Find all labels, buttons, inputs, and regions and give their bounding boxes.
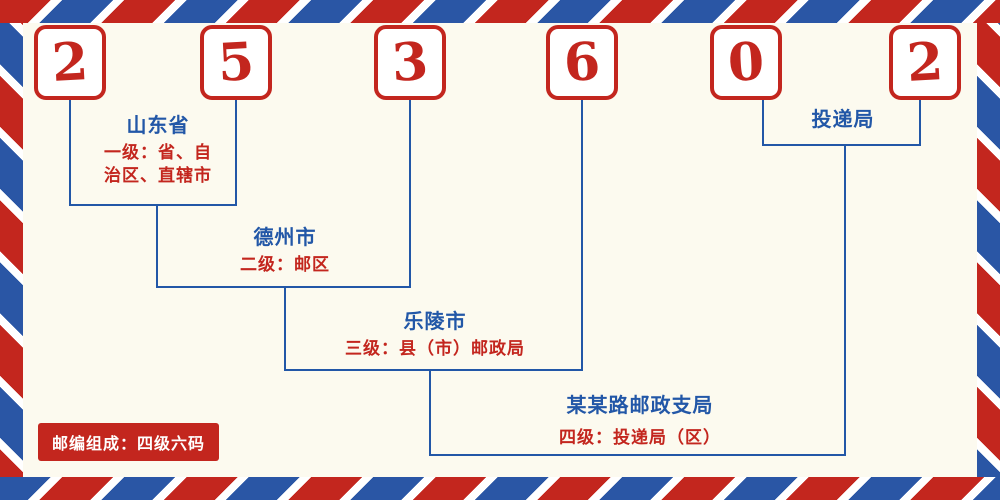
envelope-paper-background bbox=[23, 23, 977, 477]
envelope-stripe-border-right bbox=[977, 0, 1000, 500]
postcode-digit-box-2: 5 bbox=[200, 25, 272, 100]
level2-place-name: 德州市 bbox=[253, 225, 317, 249]
envelope-stripe-border-left bbox=[0, 0, 23, 500]
postcode-digit-box-1: 2 bbox=[34, 25, 106, 100]
delivery-office-label: 投递局 bbox=[811, 107, 875, 131]
connector-level3 bbox=[284, 100, 583, 371]
postcode-digit-6: 2 bbox=[905, 30, 945, 94]
level4-place-name: 某某路邮政支局 bbox=[566, 393, 714, 417]
postcode-digit-box-4: 6 bbox=[546, 25, 618, 100]
connector-delivery-office bbox=[762, 100, 921, 146]
level3-label-block: 乐陵市 三级：县（市）邮政局 bbox=[295, 308, 575, 361]
postcode-digit-4: 6 bbox=[562, 30, 602, 94]
postcode-digit-box-5: 0 bbox=[710, 25, 782, 100]
delivery-office-label-block: 投递局 bbox=[768, 106, 918, 133]
postcode-digit-2: 5 bbox=[216, 30, 256, 94]
level3-place-name: 乐陵市 bbox=[403, 309, 467, 333]
level1-label-block: 山东省 一级：省、自 治区、直辖市 bbox=[68, 112, 248, 188]
level1-description-line2: 治区、直辖市 bbox=[104, 165, 212, 186]
level3-description: 三级：县（市）邮政局 bbox=[345, 339, 525, 359]
postcode-digit-1: 2 bbox=[50, 30, 90, 94]
envelope-stripe-border-bottom bbox=[0, 477, 1000, 500]
level4-description: 四级：投递局（区） bbox=[559, 428, 721, 448]
envelope-stripe-border-top bbox=[0, 0, 1000, 23]
postcode-composition-badge: 邮编组成：四级六码 bbox=[38, 423, 220, 461]
postcode-digit-box-6: 2 bbox=[889, 25, 961, 100]
connector-level2 bbox=[156, 100, 411, 288]
postcode-digit-3: 3 bbox=[390, 30, 430, 94]
level4-label-block: 某某路邮政支局 四级：投递局（区） bbox=[500, 392, 780, 450]
level2-description: 二级：邮区 bbox=[240, 255, 330, 275]
connector-level1 bbox=[69, 100, 237, 206]
level1-description-line1: 一级：省、自 bbox=[104, 143, 212, 163]
postcode-digit-box-3: 3 bbox=[374, 25, 446, 100]
level2-label-block: 德州市 二级：邮区 bbox=[165, 224, 405, 277]
level1-place-name: 山东省 bbox=[126, 113, 190, 137]
connector-level4 bbox=[429, 145, 846, 456]
postcode-digit-5: 0 bbox=[726, 30, 766, 94]
